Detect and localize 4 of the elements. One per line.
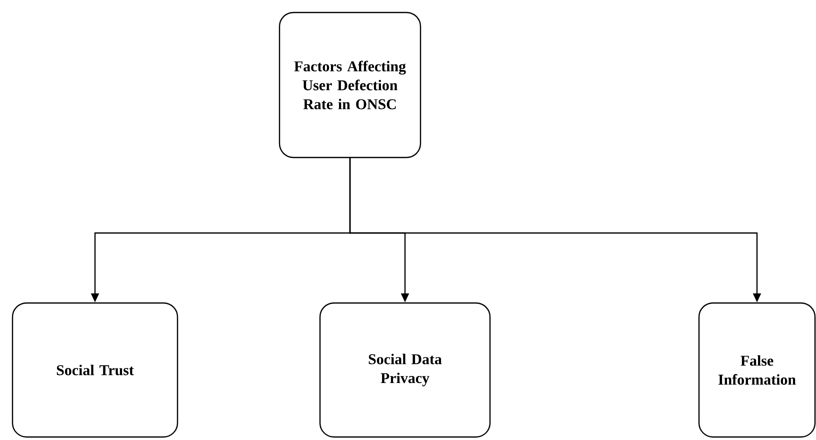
factor-box: Social Data Privacy (319, 302, 491, 438)
factor-box: Factors Affecting User Defection Rate in ONSC (278, 12, 422, 158)
factor-box: Social Trust (12, 302, 178, 438)
factor-box: False Information (698, 302, 816, 438)
